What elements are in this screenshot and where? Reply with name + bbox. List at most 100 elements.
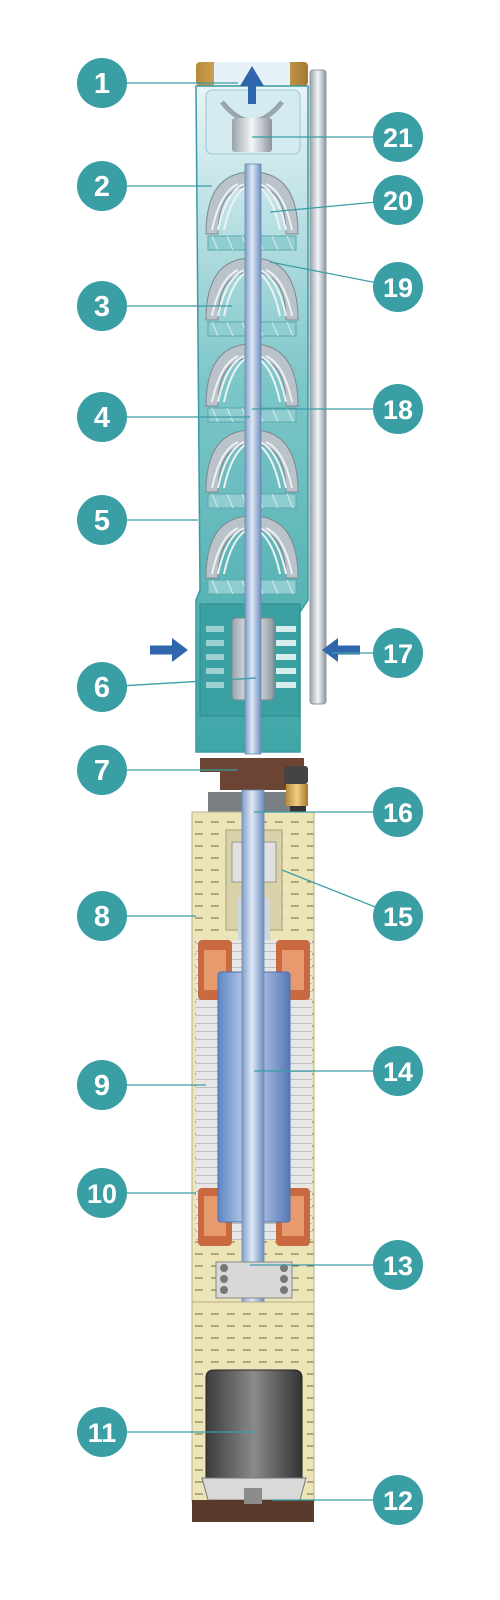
impeller-vane-left: [217, 355, 245, 403]
callout-badge-20: [373, 175, 423, 225]
callout-badge-4: [77, 392, 127, 442]
bearing-ball: [280, 1264, 288, 1272]
diffuser-line: [271, 493, 279, 509]
callout-number-18: 18: [383, 395, 413, 425]
intake-slot: [206, 626, 224, 632]
callout-number-13: 13: [383, 1251, 413, 1281]
impeller-vane-right: [259, 441, 287, 489]
check-valve: [232, 118, 272, 152]
intake-slot: [206, 654, 224, 660]
diffuser-line: [211, 579, 219, 595]
callout-3: 3: [77, 281, 127, 331]
callout-badge-15: [373, 891, 423, 941]
callout-20: 20: [373, 175, 423, 225]
callout-1: 1: [77, 58, 127, 108]
inlet-arrow-left-head: [172, 638, 188, 662]
callout-16: 16: [373, 787, 423, 837]
bearing-ball: [280, 1275, 288, 1283]
intake-slot: [276, 626, 296, 632]
callout-badge-10: [77, 1168, 127, 1218]
callout-6: 6: [77, 662, 127, 712]
diffuser-line: [271, 321, 279, 337]
callout-number-3: 3: [94, 291, 110, 323]
bearing-ball: [220, 1275, 228, 1283]
impeller-vane-left: [217, 527, 245, 575]
intake-slot: [276, 654, 296, 660]
callout-badge-3: [77, 281, 127, 331]
diaphragm: [205, 1369, 303, 1479]
diffuser-line: [286, 579, 294, 595]
callout-13: 13: [373, 1240, 423, 1290]
diffuser-line: [211, 407, 219, 423]
motor-top-bracket: [200, 758, 304, 790]
callout-21: 21: [373, 112, 423, 162]
impeller-vane-left: [217, 441, 245, 489]
callout-number-4: 4: [94, 402, 110, 434]
callout-7: 7: [77, 745, 127, 795]
pump-shaft: [244, 163, 262, 755]
callout-badge-18: [373, 384, 423, 434]
callout-4: 4: [77, 392, 127, 442]
bearing-ball: [280, 1286, 288, 1294]
callout-14: 14: [373, 1046, 423, 1096]
intake-slot: [276, 682, 296, 688]
lower-bearing: [215, 1261, 293, 1299]
diffuser-line: [226, 493, 234, 509]
cable-plug-cap: [284, 766, 308, 784]
intake-slot: [206, 682, 224, 688]
outflow-arrow-head: [240, 66, 264, 86]
callout-badge-2: [77, 161, 127, 211]
diffuser-line: [286, 493, 294, 509]
callout-badge-1: [77, 58, 127, 108]
diffuser-line: [271, 407, 279, 423]
impeller-vane-left: [211, 269, 239, 317]
callout-number-8: 8: [94, 901, 110, 933]
diffuser-line: [211, 321, 219, 337]
impeller-vane-left: [217, 269, 245, 317]
diffuser-line: [286, 321, 294, 337]
diffuser-line: [226, 321, 234, 337]
callout-badge-7: [77, 745, 127, 795]
pump-drawing: [150, 62, 360, 1522]
impeller-vane-right: [259, 527, 287, 575]
intake-slot: [276, 640, 296, 646]
intake-slot: [206, 668, 224, 674]
impeller-vane-left: [211, 355, 239, 403]
impeller-vane-left: [211, 183, 239, 231]
callout-number-12: 12: [383, 1486, 413, 1516]
callout-18: 18: [373, 384, 423, 434]
callout-badge-21: [373, 112, 423, 162]
diffuser-line: [286, 407, 294, 423]
callout-badge-9: [77, 1060, 127, 1110]
callout-number-17: 17: [383, 639, 413, 669]
callout-badge-13: [373, 1240, 423, 1290]
impeller-vane-right: [265, 441, 293, 489]
callout-12: 12: [373, 1475, 423, 1525]
callout-badge-17: [373, 628, 423, 678]
callout-number-11: 11: [88, 1418, 117, 1448]
callout-number-15: 15: [383, 902, 413, 932]
callout-2: 2: [77, 161, 127, 211]
diffuser-line: [211, 493, 219, 509]
callout-badge-12: [373, 1475, 423, 1525]
callout-badge-11: [77, 1407, 127, 1457]
diffuser-line: [226, 407, 234, 423]
diffuser-line: [226, 579, 234, 595]
leader-line-6: [101, 677, 257, 688]
callout-badge-14: [373, 1046, 423, 1096]
callout-badge-6: [77, 662, 127, 712]
callout-number-1: 1: [94, 68, 110, 100]
callout-9: 9: [77, 1060, 127, 1110]
callout-15: 15: [373, 891, 423, 941]
impeller-vane-right: [265, 355, 293, 403]
inlet-arrow-right-head: [322, 638, 338, 662]
intake-slot: [276, 668, 296, 674]
diffuser-line: [226, 235, 234, 251]
cable-plug-brass: [286, 784, 308, 806]
impeller-vane-left: [217, 183, 245, 231]
bottom-plug: [244, 1488, 262, 1504]
callout-5: 5: [77, 495, 127, 545]
callout-badge-16: [373, 787, 423, 837]
